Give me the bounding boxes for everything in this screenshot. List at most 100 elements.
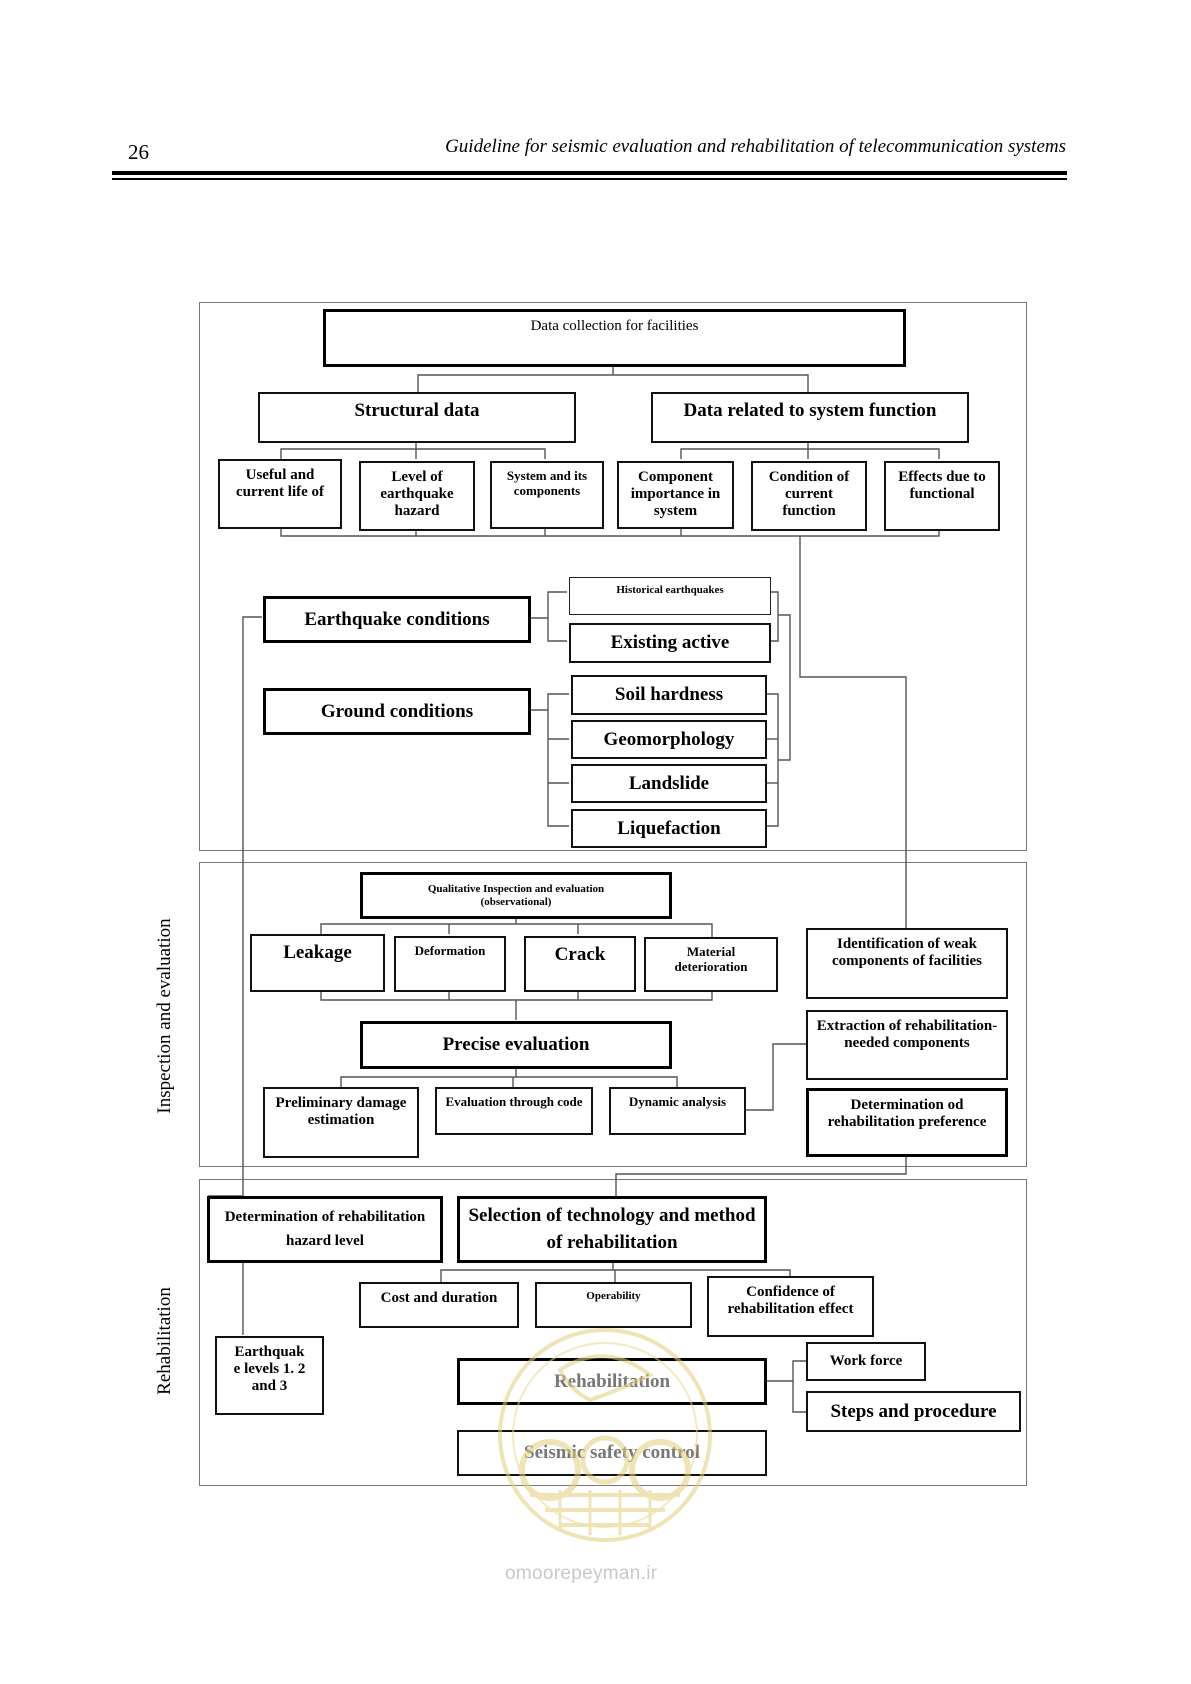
connector [208, 616, 262, 1197]
confidence-label: Confidence of rehabilitation effect [727, 1284, 854, 1317]
historical-earthquakes-label: Historical earthquakes [616, 584, 724, 596]
earthquake-conditions-box: Earthquake conditions [263, 596, 531, 643]
earthquake-levels-label: Earthquak e levels 1. 2 and 3 [233, 1344, 306, 1394]
connector [340, 1076, 678, 1087]
evaluation-code-label: Evaluation through code [445, 1094, 583, 1109]
ground-conditions-label: Ground conditions [320, 700, 474, 722]
determination-preference-box: Determination od rehabilitation preferen… [806, 1088, 1008, 1157]
current-function-label: Condition of current function [768, 469, 850, 519]
material-deterioration-box: Material deterioration [644, 937, 778, 992]
component-importance-label: Component importance in system [630, 469, 721, 519]
extraction-box: Extraction of rehabilitation-needed comp… [806, 1010, 1008, 1080]
earthquake-hazard-label: Level of earthquake hazard [380, 469, 454, 519]
geomorphology-box: Geomorphology [571, 720, 767, 759]
soil-hardness-box: Soil hardness [571, 675, 767, 715]
dynamic-analysis-box: Dynamic analysis [609, 1087, 746, 1135]
connector [766, 693, 779, 827]
extraction-label: Extraction of rehabilitation-needed comp… [816, 1018, 998, 1051]
data-collection-root: Data collection for facilities [323, 309, 906, 367]
soil-hardness-label: Soil hardness [614, 684, 724, 706]
effects-functional-box: Effects due to functional [884, 461, 1000, 531]
work-force-label: Work force [829, 1353, 903, 1370]
deformation-label: Deformation [414, 943, 486, 958]
watermark-url: omoorepeyman.ir [505, 1563, 658, 1584]
panel-inspection [199, 862, 1027, 1167]
landslide-label: Landslide [628, 772, 710, 794]
work-force-box: Work force [806, 1342, 926, 1381]
existing-active-box: Existing active [569, 623, 771, 663]
structural-data-box: Structural data [258, 392, 576, 443]
identification-weak-box: Identification of weak components of fac… [806, 928, 1008, 999]
connector [615, 1156, 907, 1196]
connector [745, 1043, 806, 1111]
leakage-box: Leakage [250, 934, 385, 992]
panel-data-collection [199, 302, 1027, 851]
preliminary-damage-box: Preliminary damage estimation [263, 1087, 419, 1158]
connector [280, 448, 546, 459]
earthquake-hazard-box: Level of earthquake hazard [359, 461, 475, 531]
system-function-data-label: Data related to system function [683, 400, 937, 421]
dynamic-analysis-label: Dynamic analysis [628, 1094, 727, 1109]
operability-label: Operability [586, 1290, 641, 1302]
qualitative-inspection-label: Qualitative Inspection and evaluation (o… [427, 883, 605, 908]
connector [792, 1360, 806, 1413]
hazard-level-box: Determination of rehabilitation hazard l… [207, 1196, 443, 1263]
liquefaction-box: Liquefaction [571, 809, 767, 848]
geomorphology-label: Geomorphology [603, 728, 735, 750]
leakage-label: Leakage [283, 942, 352, 963]
earthquake-levels-box: Earthquak e levels 1. 2 and 3 [215, 1336, 324, 1415]
deformation-box: Deformation [394, 936, 506, 992]
data-collection-root-label: Data collection for facilities [530, 318, 699, 334]
landslide-box: Landslide [571, 764, 767, 803]
connector [547, 591, 567, 642]
preliminary-damage-label: Preliminary damage estimation [275, 1095, 407, 1128]
header-rule-thin [112, 178, 1067, 180]
connector [680, 448, 940, 459]
evaluation-code-box: Evaluation through code [435, 1087, 593, 1135]
steps-procedure-box: Steps and procedure [806, 1391, 1021, 1432]
watermark-seal-icon [498, 1328, 712, 1542]
connector [280, 528, 940, 537]
precise-evaluation-box: Precise evaluation [360, 1021, 672, 1069]
crack-label: Crack [554, 944, 606, 965]
historical-earthquakes-box: Historical earthquakes [569, 577, 771, 615]
rehabilitation-label: Rehabilitation [553, 1370, 671, 1392]
qualitative-inspection-box: Qualitative Inspection and evaluation (o… [360, 872, 672, 919]
steps-procedure-label: Steps and procedure [830, 1400, 997, 1422]
header-rule-thick [112, 171, 1067, 175]
connector [769, 591, 779, 642]
earthquake-conditions-label: Earthquake conditions [304, 608, 490, 630]
useful-life-box: Useful and current life of [218, 459, 342, 529]
page-number: 26 [128, 140, 149, 164]
connector [417, 374, 809, 392]
selection-technology-label: Selection of technology and method of re… [468, 1204, 756, 1253]
current-function-box: Condition of current function [751, 461, 867, 531]
running-header-title: Guideline for seismic evaluation and reh… [445, 136, 1066, 157]
useful-life-label: Useful and current life of [235, 467, 325, 500]
cost-duration-box: Cost and duration [359, 1282, 519, 1328]
confidence-box: Confidence of rehabilitation effect [707, 1276, 874, 1337]
liquefaction-label: Liquefaction [617, 817, 721, 839]
connector [778, 614, 791, 761]
operability-box: Operability [535, 1282, 692, 1328]
connector [320, 923, 713, 937]
effects-functional-label: Effects due to functional [898, 469, 986, 502]
connector [547, 693, 569, 827]
crack-box: Crack [524, 936, 636, 992]
system-components-box: System and its components [490, 461, 604, 529]
system-components-label: System and its components [506, 468, 588, 498]
determination-preference-label: Determination od rehabilitation preferen… [827, 1097, 987, 1130]
precise-evaluation-label: Precise evaluation [442, 1034, 590, 1056]
material-deterioration-label: Material deterioration [674, 944, 748, 974]
component-importance-box: Component importance in system [617, 461, 734, 529]
ground-conditions-box: Ground conditions [263, 688, 531, 735]
cost-duration-label: Cost and duration [380, 1290, 498, 1306]
selection-technology-box: Selection of technology and method of re… [457, 1196, 767, 1263]
hazard-level-label: Determination of rehabilitation hazard l… [224, 1209, 426, 1249]
panel-rehabilitation [199, 1179, 1027, 1486]
connector [799, 536, 907, 928]
existing-active-label: Existing active [610, 632, 730, 654]
structural-data-label: Structural data [354, 400, 480, 421]
identification-weak-label: Identification of weak components of fac… [832, 936, 982, 969]
